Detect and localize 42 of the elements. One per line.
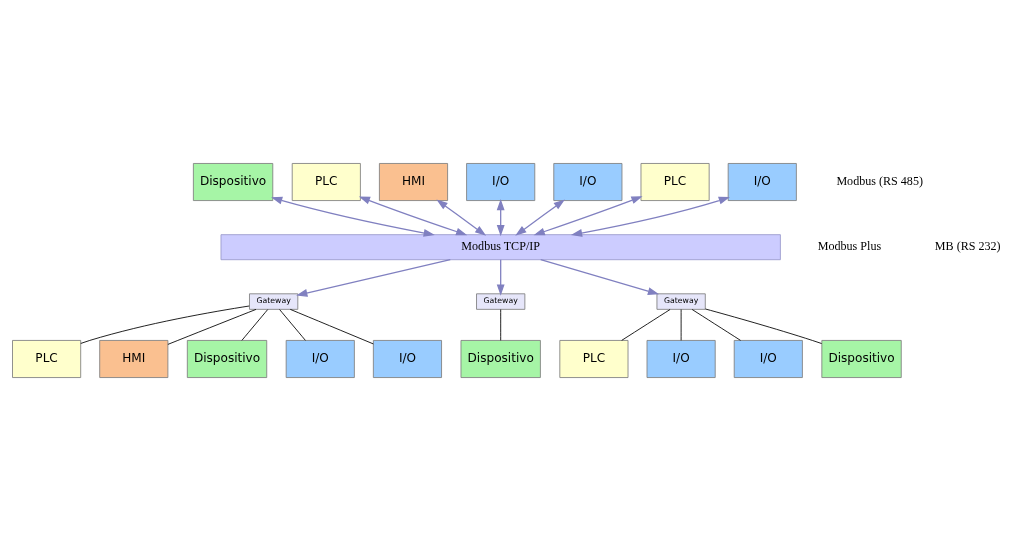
node-box: PLC (291, 163, 361, 201)
connector (500, 309, 502, 341)
connector (80, 305, 250, 344)
node-box: HMI (378, 163, 449, 201)
node-box: PLC (12, 340, 82, 378)
node-box: I/O (285, 340, 355, 378)
node-box: I/O (727, 163, 797, 201)
node-box: PLC (640, 163, 710, 201)
connector (279, 309, 306, 341)
arrow (436, 199, 487, 236)
node-box: Dispositivo (192, 163, 274, 201)
node-box: PLC (559, 340, 629, 378)
connector (691, 309, 741, 341)
connector (621, 309, 671, 341)
node-box: Gateway (656, 293, 706, 310)
node-box: I/O (646, 340, 716, 378)
label: Modbus (RS 485) (836, 174, 923, 189)
node-box: Dispositivo (821, 340, 902, 378)
arrow (296, 259, 451, 297)
connector (167, 309, 257, 345)
node-box: HMI (99, 340, 169, 378)
arrow (515, 199, 565, 236)
node-box: Dispositivo (460, 340, 541, 378)
node-box: Gateway (249, 293, 299, 310)
arrow (540, 259, 660, 295)
connector (705, 308, 823, 344)
node-box: I/O (553, 163, 623, 201)
node-box: I/O (372, 340, 442, 378)
node-box: Gateway (476, 293, 526, 310)
label: Modbus Plus (817, 239, 882, 254)
arrow (271, 196, 435, 237)
arrow (570, 196, 730, 237)
node-box: I/O (466, 163, 536, 201)
connector (289, 308, 374, 345)
arrow (358, 196, 468, 236)
arrow (533, 196, 643, 236)
connector (241, 309, 269, 341)
node-box: Dispositivo (186, 340, 268, 378)
node-box: Modbus TCP/IP (220, 234, 781, 261)
label: MB (RS 232) (934, 239, 1001, 254)
arrow (496, 259, 505, 296)
node-box: I/O (733, 340, 803, 378)
